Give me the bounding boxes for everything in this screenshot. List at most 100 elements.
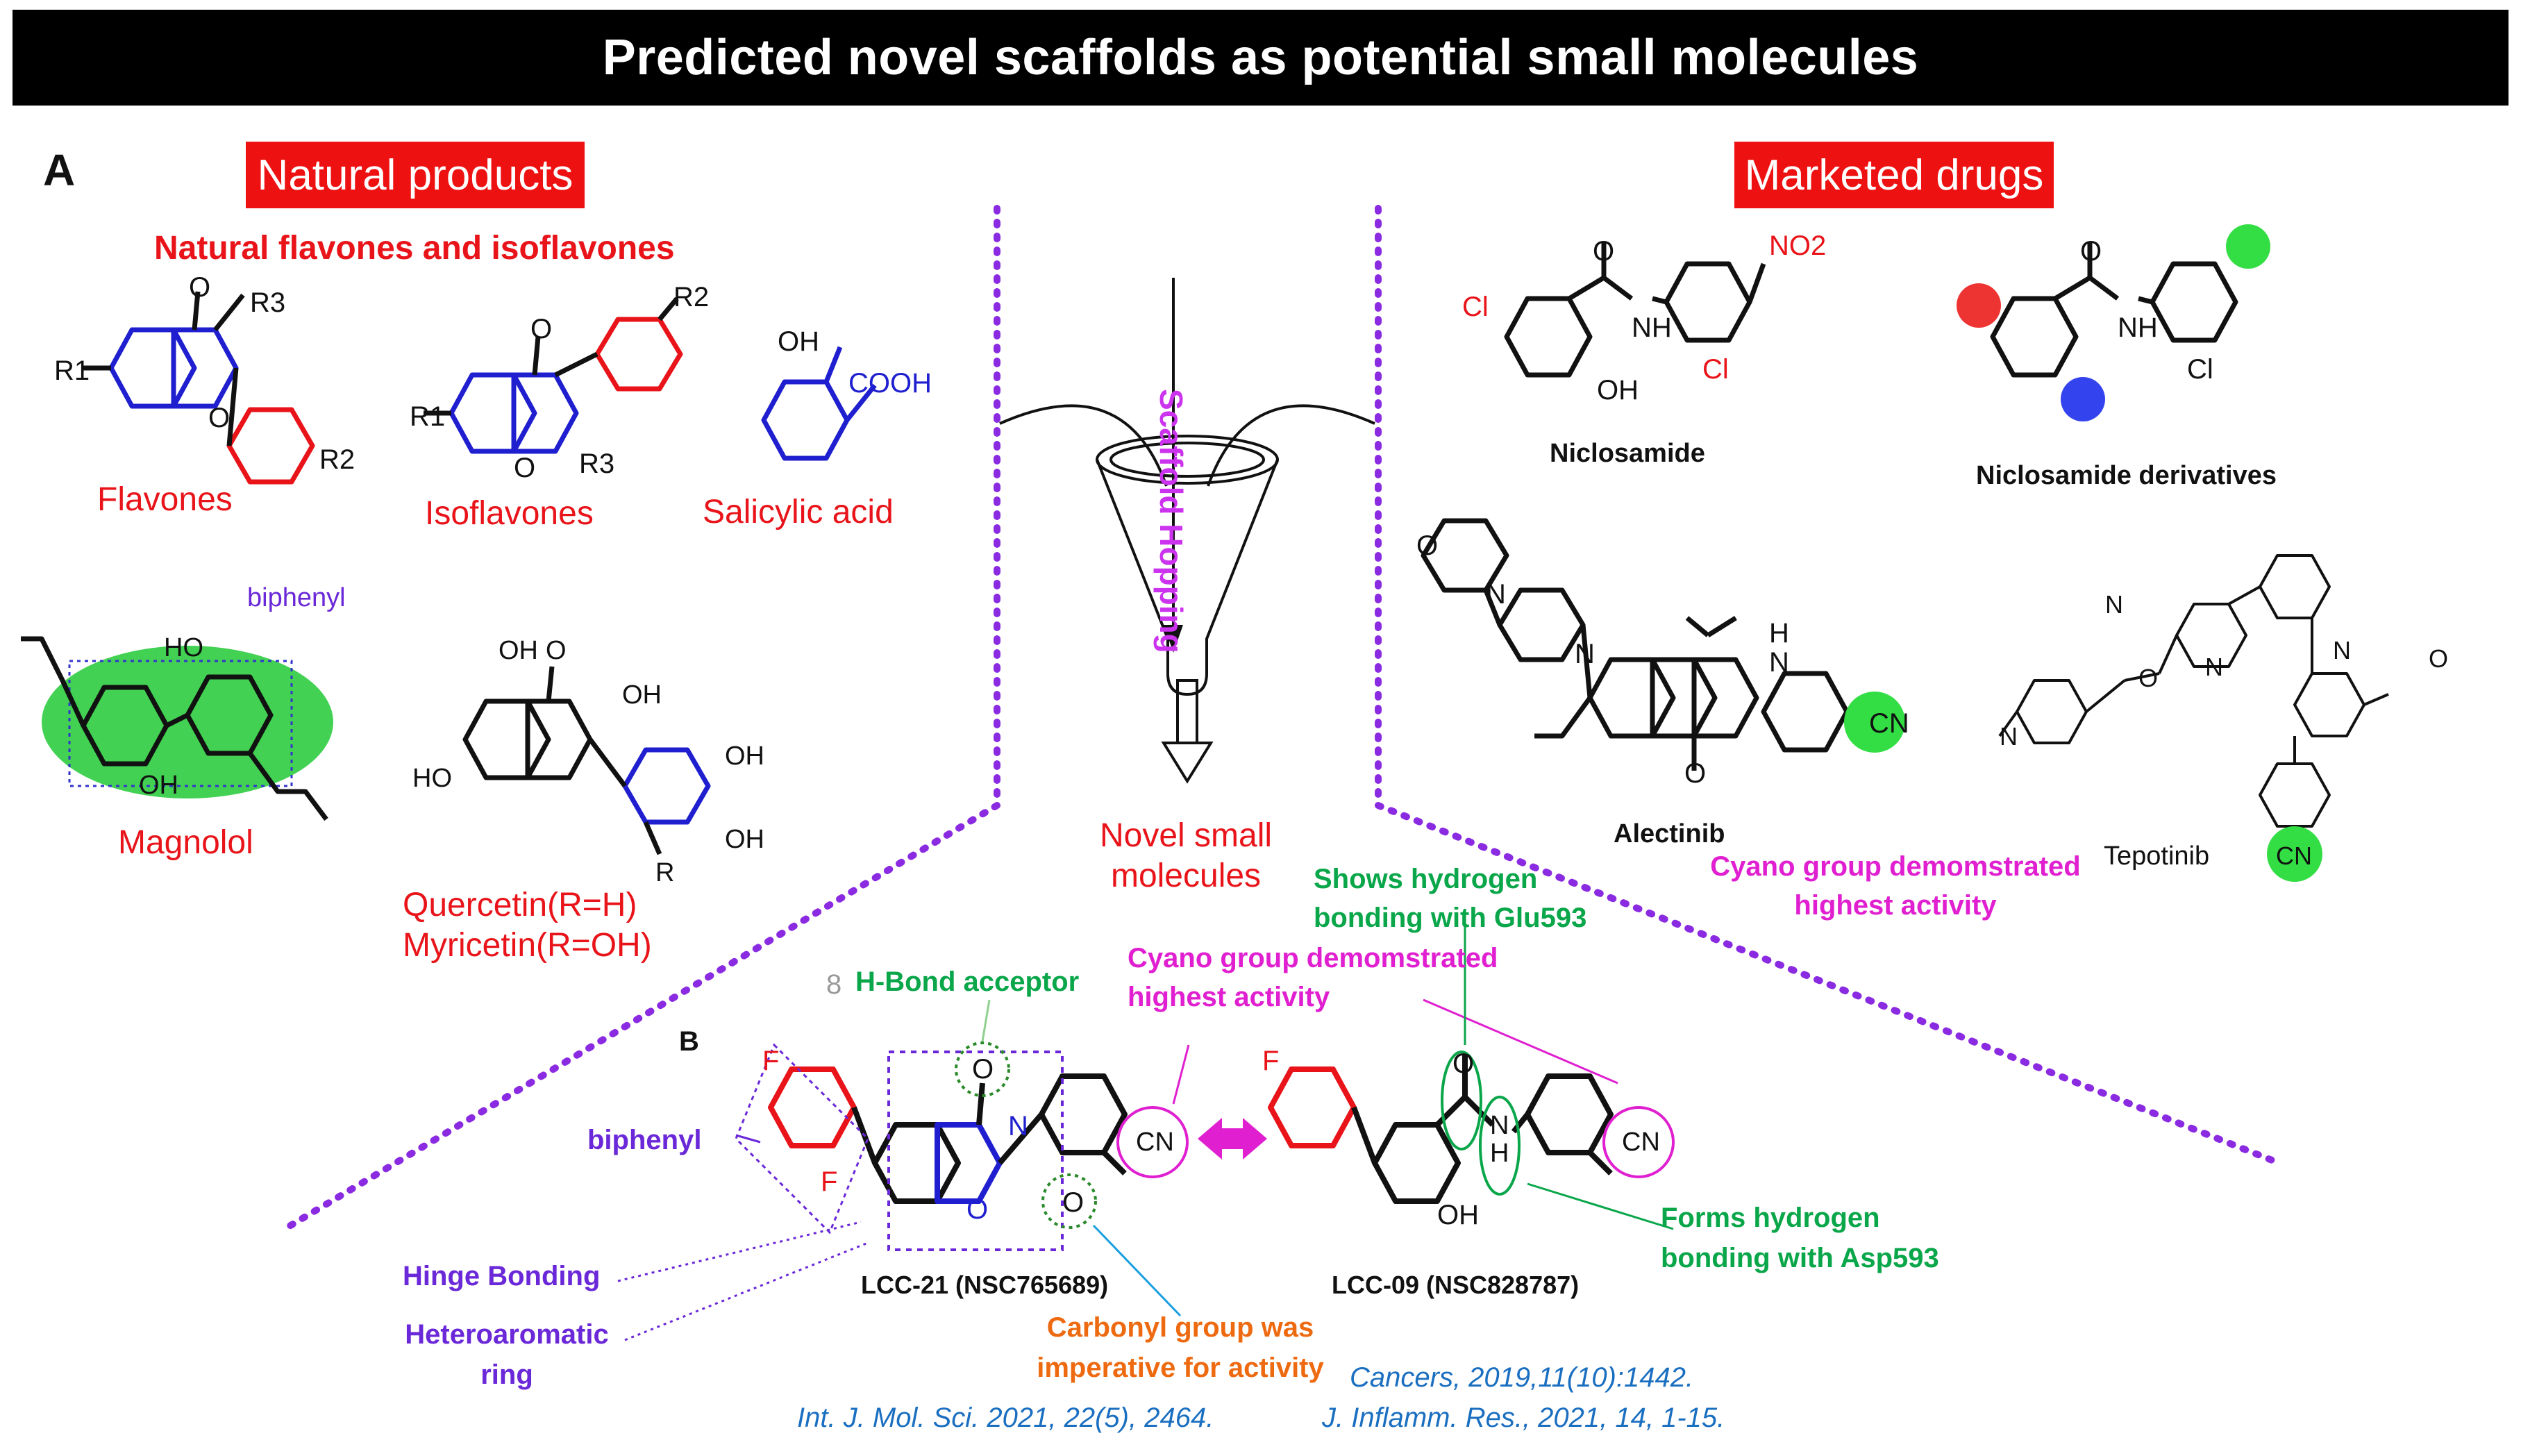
quercetin-oh-4p: OH xyxy=(725,825,764,854)
alectinib-structure xyxy=(1421,518,1905,771)
alectinib-n-morpholine: N xyxy=(1486,579,1506,610)
cyano-note-line1: Cyano group demomstrated xyxy=(1128,943,1498,973)
lcc09-cn: CN xyxy=(1622,1128,1660,1157)
lcc21-f-bottom: F xyxy=(821,1166,838,1197)
lcc21-f-top: F xyxy=(762,1046,780,1076)
novel-small-line1: Novel small xyxy=(1099,817,1273,854)
derivative-cl: Cl xyxy=(2187,354,2213,385)
lcc09-label: LCC-09 (NSC828787) xyxy=(1332,1271,1580,1299)
alectinib-label: Alectinib xyxy=(1614,819,1725,848)
flavone-r3: R3 xyxy=(250,287,286,318)
shows-hbond-line1: Shows hydrogen xyxy=(1314,864,1538,894)
niclosamide-nh: NH xyxy=(1632,312,1672,343)
forms-hbond-line2: bonding with Asp593 xyxy=(1661,1243,1939,1273)
lcc09-o: O xyxy=(1452,1048,1475,1079)
niclosamide-label: Niclosamide xyxy=(1550,439,1705,468)
flavone-r1: R1 xyxy=(54,355,90,386)
niclosamide-structure xyxy=(1504,243,1766,378)
tepotinib-n-hydrazide: N xyxy=(2333,636,2351,664)
isoflavone-o: O xyxy=(530,314,553,344)
magnolol-structure xyxy=(21,636,333,821)
quercetin-oh-3p: OH xyxy=(725,742,764,771)
cyano-note-line2: highest activity xyxy=(1128,982,1330,1012)
tepotinib-ether-o: O xyxy=(2138,664,2159,692)
hinge-bonding-note: Hinge Bonding xyxy=(403,1261,601,1291)
isoflavones-label: Isoflavones xyxy=(425,495,594,532)
myricetin-label: Myricetin(R=OH) xyxy=(403,927,652,964)
panel-b-label: B xyxy=(679,1026,699,1057)
citation-jir: J. Inflamm. Res., 2021, 14, 1-15. xyxy=(1322,1403,1725,1433)
heteroaromatic-line1: Heteroaromatic xyxy=(405,1319,609,1350)
salicylic-acid-structure xyxy=(761,346,877,461)
lcc09-oh: OH xyxy=(1437,1200,1479,1230)
shows-hbond-line2: bonding with Glu593 xyxy=(1314,903,1587,933)
alectinib-cn: CN xyxy=(1869,708,1909,739)
quercetin-oh-3: OH xyxy=(622,680,662,710)
tepotinib-o: O xyxy=(2429,644,2449,673)
niclosamide-o: O xyxy=(1593,236,1615,267)
scaffold-hopping-funnel xyxy=(999,278,1375,784)
novel-small-line2: molecules xyxy=(1110,857,1262,894)
lcc09-n: N xyxy=(1490,1111,1509,1140)
marketed-cyano-note-line2: highest activity xyxy=(1794,890,1997,921)
flavone-o: O xyxy=(189,272,211,303)
alectinib-h: H xyxy=(1769,618,1789,648)
flavone-ring-o: O xyxy=(208,403,231,433)
isoflavone-ring-o: O xyxy=(514,453,536,483)
panel-a-label: A xyxy=(43,145,76,195)
derivative-o: O xyxy=(2080,236,2102,267)
magnolol-oh-top: HO xyxy=(164,633,203,662)
alectinib-n-indole: N xyxy=(1769,647,1789,678)
lcc21-o-top: O xyxy=(972,1054,994,1085)
quercetin-ho-7: HO xyxy=(412,764,452,793)
niclosamide-cl-left: Cl xyxy=(1462,292,1489,322)
flavone-structure xyxy=(83,291,315,485)
alectinib-n-piperidine: N xyxy=(1575,639,1595,669)
citation-cancers: Cancers, 2019,11(10):1442. xyxy=(1350,1362,1694,1393)
tepotinib-structure xyxy=(1998,554,2389,882)
flavone-r2: R2 xyxy=(319,444,355,475)
tepotinib-n-mid: N xyxy=(2205,653,2223,681)
tepotinib-n-top: N xyxy=(2105,590,2123,619)
isoflavone-r3: R3 xyxy=(579,449,615,479)
lcc21-ring-o: O xyxy=(966,1194,989,1225)
isoflavone-r1: R1 xyxy=(410,401,446,432)
quercetin-oh-5: OH xyxy=(499,636,538,665)
niclosamide-derivatives-label: Niclosamide derivatives xyxy=(1976,461,2277,490)
isoflavone-structure xyxy=(424,296,683,454)
isoflavone-r2: R2 xyxy=(673,282,710,312)
natural-flavones-subheader: Natural flavones and isoflavones xyxy=(154,230,675,267)
salicylic-oh: OH xyxy=(778,326,819,357)
marketed-drugs-header: Marketed drugs xyxy=(1734,142,2054,208)
niclosamide-no2: NO2 xyxy=(1769,231,1827,261)
forms-hbond-line1: Forms hydrogen xyxy=(1661,1203,1880,1233)
niclosamide-cl-right: Cl xyxy=(1702,354,1729,385)
niclosamide-oh: OH xyxy=(1597,375,1639,405)
flavones-label: Flavones xyxy=(97,481,233,518)
alectinib-ketone-o: O xyxy=(1684,758,1707,789)
lcc09-f: F xyxy=(1262,1046,1280,1076)
quercetin-r: R xyxy=(655,858,675,887)
carbonyl-note-line2: imperative for activity xyxy=(1037,1353,1324,1383)
figure-title: Predicted novel scaffolds as potential s… xyxy=(12,10,2509,106)
magnolol-biphenyl-label: biphenyl xyxy=(247,583,346,612)
tepotinib-label: Tepotinib xyxy=(2104,842,2210,871)
niclosamide-derivative-structure xyxy=(1957,224,2270,421)
salicylic-acid-label: Salicylic acid xyxy=(703,494,894,530)
lcc21-cn: CN xyxy=(1136,1128,1174,1157)
note-eight: 8 xyxy=(826,969,842,1000)
natural-products-header: Natural products xyxy=(246,142,585,208)
carbonyl-note-line1: Carbonyl group was xyxy=(1046,1312,1314,1343)
biphenyl-note: biphenyl xyxy=(587,1125,702,1155)
lcc09-h: H xyxy=(1490,1139,1509,1168)
salicylic-cooh: COOH xyxy=(848,368,932,399)
marketed-cyano-note-line1: Cyano group demomstrated xyxy=(1710,851,2081,882)
heteroaromatic-line2: ring xyxy=(480,1359,533,1390)
h-bond-acceptor-note: H-Bond acceptor xyxy=(855,967,1080,997)
derivative-nh: NH xyxy=(2118,312,2158,343)
magnolol-label: Magnolol xyxy=(118,824,253,861)
lcc21-carbonyl-o: O xyxy=(1062,1187,1084,1218)
